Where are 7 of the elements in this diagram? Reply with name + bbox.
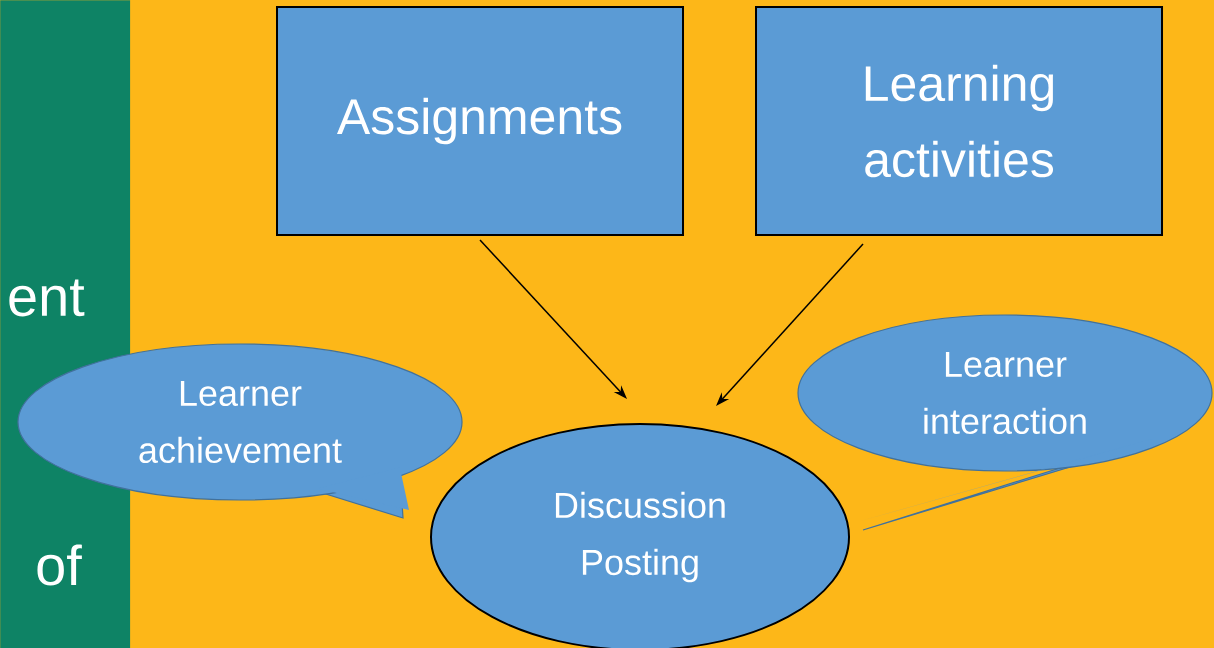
speech-bubble: Learner interaction — [797, 314, 1213, 531]
process-box: Assignments — [276, 6, 684, 236]
process-box: Learning activities — [755, 6, 1163, 236]
arrow — [479, 239, 627, 399]
arrow — [716, 243, 864, 406]
speech-bubble: Learner achievement — [17, 343, 463, 519]
ellipse-node: Discussion Posting — [430, 423, 850, 648]
